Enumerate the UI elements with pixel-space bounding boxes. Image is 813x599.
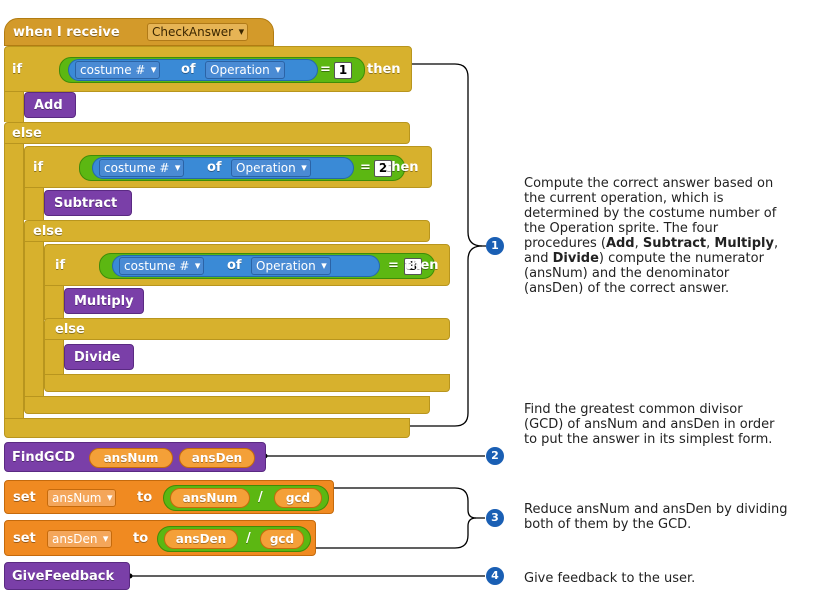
then-keyword-1: then — [367, 62, 401, 77]
else-branch-1-wall — [4, 144, 24, 420]
if-keyword-2: if — [33, 160, 44, 175]
set-variable-dropdown-2[interactable]: ansDen — [47, 530, 113, 548]
annotation-1-segment: Add — [605, 236, 635, 251]
divisor-gcd-2[interactable]: gcd — [260, 529, 304, 549]
subtract-label: Subtract — [54, 196, 118, 211]
equals-sign-1: = — [320, 62, 331, 77]
callout-badge-4: 4 — [486, 567, 504, 585]
message-dropdown[interactable]: CheckAnswer — [147, 23, 249, 41]
annotation-4-text: Give feedback to the user. — [524, 571, 696, 586]
number-input-1[interactable]: 1 — [334, 62, 352, 79]
givefeedback-procedure-block[interactable]: GiveFeedback — [4, 562, 130, 590]
if-else-block-1-bottom — [4, 418, 410, 438]
annotation-1-segment: Divide — [552, 251, 599, 266]
callout-badge-2: 2 — [486, 447, 504, 465]
when-i-receive-hat-block[interactable]: when I receive CheckAnswer — [4, 18, 274, 46]
of-label-2: of — [207, 160, 222, 175]
set-ansden-block[interactable]: set ansDen to ansDen / gcd — [4, 520, 316, 556]
equals-condition-1[interactable]: costume # of Operation = 1 — [59, 57, 365, 83]
givefeedback-label: GiveFeedback — [12, 569, 115, 584]
number-input-2[interactable]: 2 — [374, 160, 392, 177]
annotation-1-text: Compute the correct answer based on the … — [524, 176, 786, 296]
else-bar-1: else — [4, 122, 410, 144]
divide-label: Divide — [74, 350, 121, 365]
costume-of-reporter-3[interactable]: costume # of Operation — [112, 255, 380, 277]
equals-condition-3[interactable]: costume # of Operation = 3 — [99, 253, 435, 279]
attribute-dropdown-1[interactable]: costume # — [75, 61, 161, 79]
else-bar-2: else — [24, 220, 430, 242]
to-keyword-1: to — [137, 490, 153, 505]
attribute-dropdown-2[interactable]: costume # — [99, 159, 185, 177]
add-procedure-block[interactable]: Add — [24, 92, 76, 118]
divide-sign-1: / — [258, 490, 263, 505]
attribute-dropdown-3[interactable]: costume # — [119, 257, 205, 275]
if-keyword-1: if — [12, 62, 23, 77]
sprite-dropdown-1[interactable]: Operation — [205, 61, 285, 79]
findgcd-label: FindGCD — [12, 450, 75, 465]
equals-condition-2[interactable]: costume # of Operation = 2 — [79, 155, 405, 181]
dividend-ansden[interactable]: ansDen — [164, 529, 238, 549]
dividend-ansnum[interactable]: ansNum — [170, 488, 250, 508]
annotation-2-text: Find the greatest common divisor (GCD) o… — [524, 402, 775, 447]
add-label: Add — [34, 98, 63, 113]
if-else-block-2-bottom — [24, 396, 430, 414]
annotation-1-segment: Multiply — [714, 236, 774, 251]
equals-sign-3: = — [388, 258, 399, 273]
sprite-dropdown-2[interactable]: Operation — [231, 159, 311, 177]
costume-of-reporter-2[interactable]: costume # of Operation — [92, 157, 354, 179]
costume-of-reporter-1[interactable]: costume # of Operation — [68, 59, 318, 81]
set-variable-dropdown-1[interactable]: ansNum — [47, 489, 117, 507]
if-branch-3-wall — [44, 286, 64, 320]
findgcd-procedure-block[interactable]: FindGCD ansNum ansDen — [4, 442, 266, 472]
annotation-1-segment: , and — [524, 236, 779, 266]
annotation-1-segment: Subtract — [642, 236, 707, 251]
equals-sign-2: = — [360, 160, 371, 175]
of-label-3: of — [227, 258, 242, 273]
of-label-1: of — [181, 62, 196, 77]
if-branch-1-wall — [4, 92, 24, 122]
annotation-3-text: Reduce ansNum and ansDen by dividing bot… — [524, 502, 788, 532]
if-else-block-1[interactable]: if costume # of Operation = 1 then — [4, 46, 412, 92]
callout-badge-3: 3 — [486, 509, 504, 527]
annotation-1-segment: ) compute the numerator (ansNum) and the… — [524, 251, 764, 296]
callout-badge-1: 1 — [486, 237, 504, 255]
annotation-1-segment: Compute the correct answer based on the … — [524, 176, 777, 251]
multiply-procedure-block[interactable]: Multiply — [64, 288, 144, 314]
subtract-procedure-block[interactable]: Subtract — [44, 190, 132, 216]
findgcd-arg-ansden[interactable]: ansDen — [179, 448, 255, 468]
annotation-1-segment: , — [634, 236, 643, 251]
else-branch-2-wall — [24, 242, 44, 398]
divide-sign-2: / — [246, 531, 251, 546]
then-keyword-3: then — [405, 258, 439, 273]
divide-operator-1[interactable]: ansNum / gcd — [163, 485, 329, 511]
divide-operator-2[interactable]: ansDen / gcd — [157, 526, 311, 552]
findgcd-arg-ansnum[interactable]: ansNum — [89, 448, 173, 468]
if-else-block-3-bottom — [44, 374, 450, 392]
if-branch-2-wall — [24, 188, 44, 220]
set-ansnum-block[interactable]: set ansNum to ansNum / gcd — [4, 480, 334, 514]
sprite-dropdown-3[interactable]: Operation — [251, 257, 331, 275]
else-bar-3: else — [44, 318, 450, 340]
hat-label: when I receive — [13, 25, 120, 40]
else-branch-3-wall — [44, 340, 64, 376]
then-keyword-2: then — [385, 160, 419, 175]
if-else-block-2[interactable]: if costume # of Operation = 2 then — [24, 146, 432, 188]
divisor-gcd-1[interactable]: gcd — [274, 488, 322, 508]
else-keyword-1: else — [12, 126, 42, 141]
else-keyword-3: else — [55, 322, 85, 337]
to-keyword-2: to — [133, 531, 149, 546]
if-keyword-3: if — [55, 258, 66, 273]
number-input-3[interactable]: 3 — [404, 258, 422, 275]
divide-procedure-block[interactable]: Divide — [64, 344, 134, 370]
set-keyword-2: set — [13, 531, 36, 546]
set-keyword-1: set — [13, 490, 36, 505]
else-keyword-2: else — [33, 224, 63, 239]
if-else-block-3[interactable]: if costume # of Operation = 3 then — [44, 244, 450, 286]
multiply-label: Multiply — [74, 294, 134, 309]
annotation-1-segment: , — [706, 236, 715, 251]
